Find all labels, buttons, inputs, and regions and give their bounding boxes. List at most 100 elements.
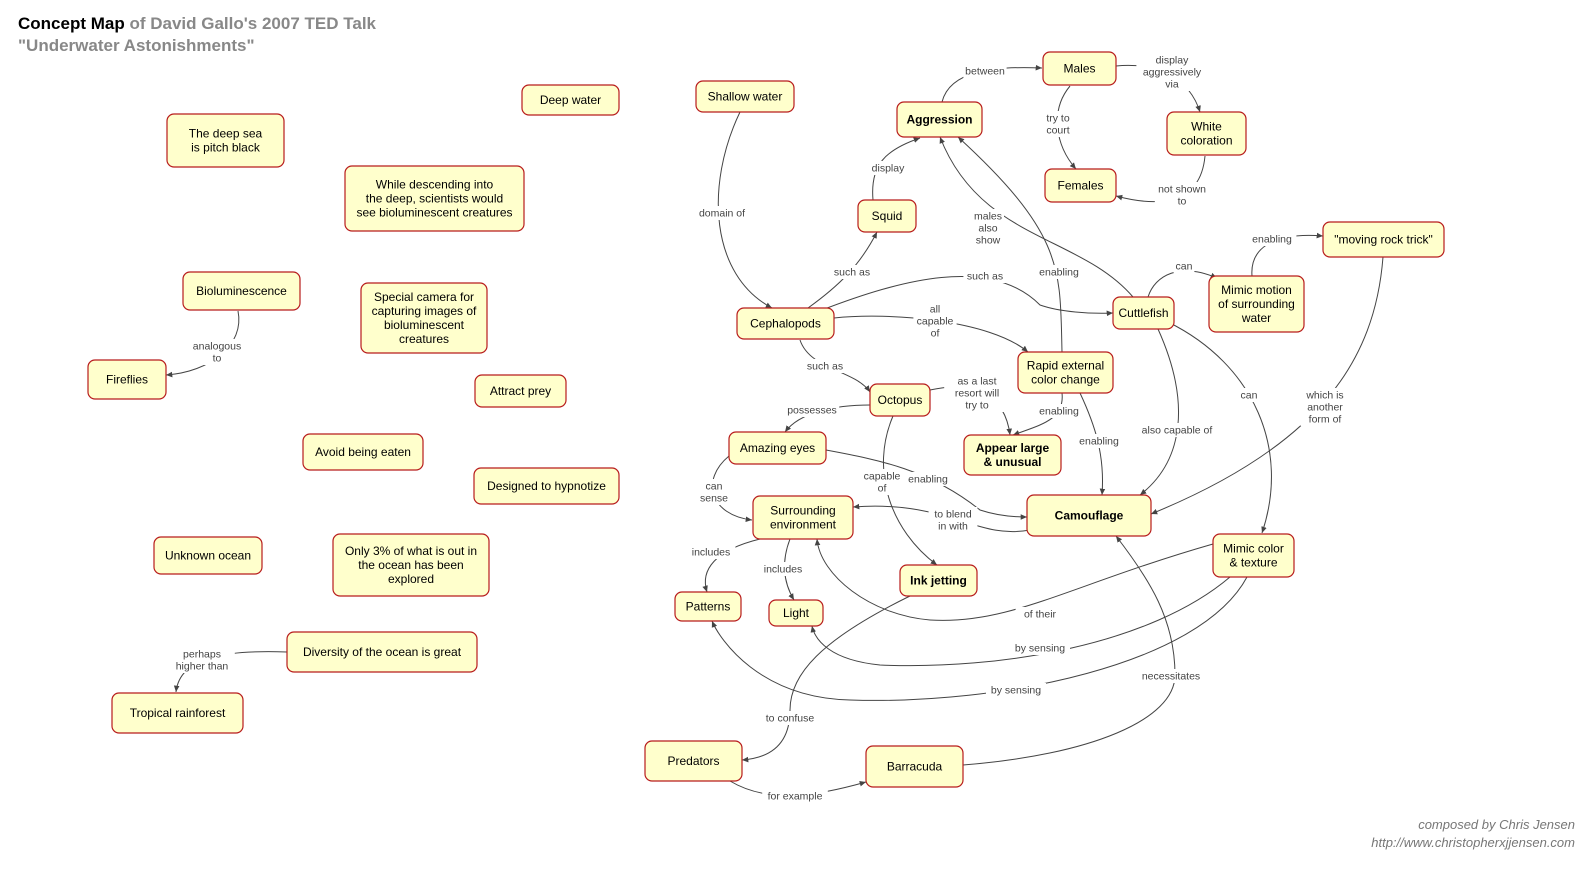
edge-label-text: of	[878, 483, 887, 495]
concept-barracuda[interactable]: Barracuda	[865, 745, 964, 788]
concept-label: water	[1241, 311, 1271, 325]
edge-label-cuttle-camo: also capable of	[1133, 423, 1221, 437]
edge-label-text: also capable of	[1142, 425, 1213, 437]
concept-moving-rock[interactable]: "moving rock trick"	[1322, 221, 1445, 258]
concept-attract-prey[interactable]: Attract prey	[474, 374, 567, 408]
concept-label: Females	[1057, 179, 1103, 193]
concept-label: Surrounding	[770, 504, 835, 518]
concept-label: White	[1191, 120, 1222, 134]
concept-camouflage[interactable]: Camouflage	[1026, 494, 1152, 537]
concept-cuttlefish[interactable]: Cuttlefish	[1112, 296, 1175, 330]
map-title-lead: Concept Map	[18, 14, 125, 33]
concept-ink-jetting[interactable]: Ink jetting	[899, 564, 978, 597]
edge-label-text: enabling	[1079, 436, 1119, 448]
concept-aggression[interactable]: Aggression	[896, 101, 983, 138]
concept-deep-water[interactable]: Deep water	[521, 84, 620, 116]
concept-light[interactable]: Light	[768, 599, 824, 627]
concept-label: Deep water	[540, 93, 601, 107]
edge-label-text: enabling	[1039, 267, 1079, 279]
edge-label-text: perhaps	[183, 649, 221, 661]
author-url: http://www.christopherxjjensen.com	[1371, 835, 1575, 850]
edge-octopus-ink	[882, 415, 938, 566]
edge-rapid-appear	[1012, 392, 1063, 436]
concept-mimic-color[interactable]: Mimic color& texture	[1212, 533, 1295, 578]
edge-label-octopus-eyes: possesses	[784, 403, 840, 417]
concept-label: Bioluminescence	[196, 284, 287, 298]
edge-label-mimiccolor-patterns: by sensing	[986, 683, 1046, 697]
concept-label: Squid	[872, 209, 903, 223]
edge-label-text: to	[213, 353, 222, 365]
edge-label-text: display	[1156, 55, 1189, 67]
edge-label-ceph-cuttle: such as	[963, 269, 1007, 283]
concept-label: Ink jetting	[910, 574, 967, 588]
edge-cuttle-camo	[1139, 328, 1180, 496]
concept-females[interactable]: Females	[1044, 168, 1117, 203]
concept-label: Light	[783, 606, 810, 620]
concept-patterns[interactable]: Patterns	[674, 591, 742, 622]
edge-label-cuttle-mimicmotion: can	[1173, 259, 1195, 273]
concept-label: While descending into	[376, 178, 494, 192]
concept-hypnotize[interactable]: Designed to hypnotize	[473, 467, 620, 505]
concept-fireflies[interactable]: Fireflies	[87, 359, 167, 400]
concept-diversity[interactable]: Diversity of the ocean is great	[286, 631, 478, 673]
concept-appear-large[interactable]: Appear large& unusual	[963, 434, 1062, 476]
map-title: Concept Map of David Gallo's 2007 TED Ta…	[18, 14, 376, 34]
concept-males[interactable]: Males	[1042, 51, 1117, 86]
concept-label: Rapid external	[1027, 359, 1104, 373]
edge-label-text: try to	[965, 400, 988, 412]
edge-ink-predators	[741, 595, 911, 763]
edge-label-barracuda-camo: necessitates	[1135, 669, 1207, 683]
concept-amazing-eyes[interactable]: Amazing eyes	[728, 431, 827, 465]
concept-label: Cuttlefish	[1118, 306, 1168, 320]
edge-label-text: analogous	[193, 341, 241, 353]
concept-rainforest[interactable]: Tropical rainforest	[111, 692, 244, 734]
edge-label-text: includes	[764, 564, 803, 576]
concept-label: Barracuda	[887, 760, 943, 774]
edge-label-text: by sensing	[991, 685, 1041, 697]
edge-label-text: court	[1046, 125, 1069, 137]
concept-label: bioluminescent	[384, 318, 465, 332]
edge-label-text: all	[930, 304, 941, 316]
concept-avoid-eaten[interactable]: Avoid being eaten	[302, 433, 424, 471]
concept-predators[interactable]: Predators	[644, 740, 743, 782]
edge-shallow-ceph	[717, 111, 773, 309]
edge-label-mimiccolor-surround: of their	[1015, 607, 1065, 621]
edge-label-text: such as	[967, 271, 1003, 283]
concept-unknown-ocean[interactable]: Unknown ocean	[153, 536, 263, 575]
concept-label: Patterns	[686, 600, 731, 614]
concept-label: color change	[1031, 373, 1100, 387]
edge-label-text: display	[872, 163, 905, 175]
edge-label-text: show	[976, 235, 1001, 247]
concept-cephalopods[interactable]: Cephalopods	[736, 307, 835, 340]
concept-label: explored	[388, 572, 434, 586]
concept-squid[interactable]: Squid	[857, 199, 917, 233]
concept-label: capturing images of	[372, 304, 477, 318]
concept-shallow-water[interactable]: Shallow water	[695, 80, 795, 113]
edge-label-text: enabling	[1039, 406, 1079, 418]
edge-label-ink-predators: to confuse	[760, 711, 820, 725]
edge-label-text: to	[1178, 196, 1187, 208]
edge-label-text: domain of	[699, 208, 745, 220]
concept-octopus[interactable]: Octopus	[869, 383, 931, 417]
concept-label: coloration	[1180, 134, 1232, 148]
concept-label: Mimic motion	[1221, 283, 1292, 297]
edge-label-text: can	[706, 481, 723, 493]
edge-label-text: for example	[768, 791, 823, 803]
concept-bioluminescence[interactable]: Bioluminescence	[182, 271, 301, 311]
edge-label-text: between	[965, 66, 1005, 78]
edge-label-aggr-males: between	[963, 64, 1007, 78]
